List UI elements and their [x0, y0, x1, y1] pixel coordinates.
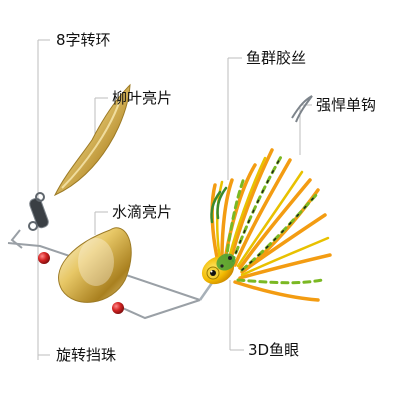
colorado-blade	[58, 227, 132, 303]
label-hook: 强悍单钩	[316, 96, 377, 114]
bead-upper	[38, 252, 50, 264]
bead-lower	[112, 302, 124, 314]
wire-arm	[7, 229, 201, 320]
3d-eye	[206, 266, 220, 280]
label-willow-blade: 柳叶亮片	[112, 89, 173, 107]
willow-blade	[53, 83, 131, 197]
label-rotating-bead: 旋转挡珠	[56, 346, 117, 364]
silicone-skirt	[210, 148, 332, 302]
label-eye: 3D鱼眼	[248, 341, 300, 359]
label-colorado-blade: 水滴亮片	[112, 203, 173, 221]
swivel	[28, 192, 49, 231]
hook-point	[291, 95, 313, 123]
callout-lines	[37, 39, 312, 360]
label-swivel: 8字转环	[56, 31, 111, 49]
label-skirt: 鱼群胶丝	[246, 49, 307, 67]
